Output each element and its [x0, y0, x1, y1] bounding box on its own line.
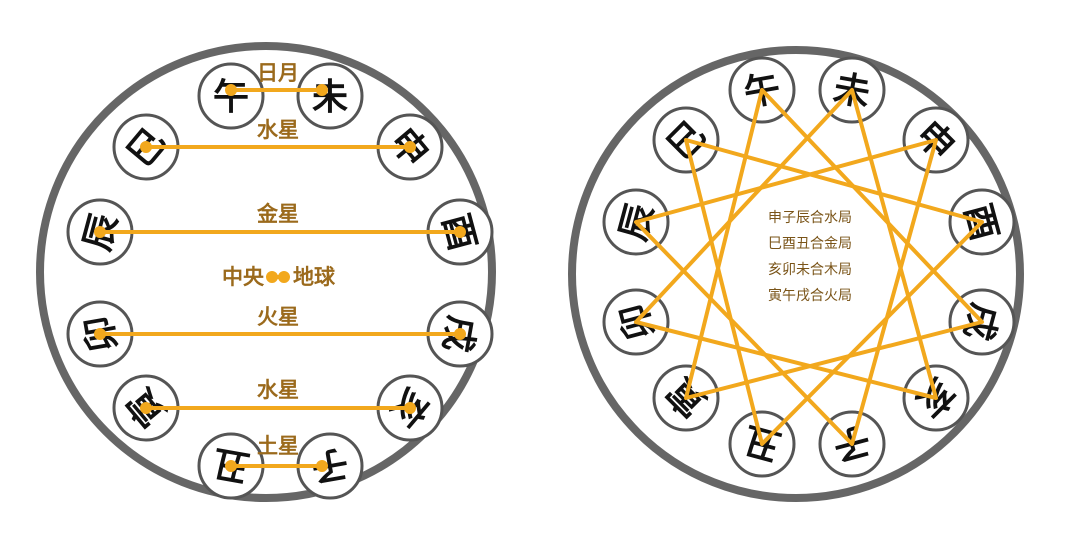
label-center-right: 地球: [293, 265, 336, 289]
label-mercury-bottom: 水星: [257, 378, 299, 402]
label-saturn: 土星: [257, 434, 299, 458]
combination-list: 申子辰合水局 巳酉丑合金局 亥卯未合木局 寅午戌合火局: [768, 210, 852, 304]
connector-dot: [278, 271, 290, 283]
connector-dot: [454, 328, 466, 340]
label-mercury-top: 水星: [257, 118, 299, 142]
connector-dot: [140, 402, 152, 414]
combination-fire: 寅午戌合火局: [768, 287, 852, 304]
left-connectors-overlay: [94, 84, 466, 472]
label-sun-moon: 日月: [257, 61, 299, 85]
connector-dot: [94, 226, 106, 238]
connector-dot: [316, 84, 328, 96]
combination-water: 申子辰合水局: [768, 210, 852, 226]
combination-wood: 亥卯未合木局: [768, 262, 852, 278]
connector-dot: [404, 402, 416, 414]
triangle-yin-wu-xu: [684, 88, 984, 400]
branch-label-wei: 未: [312, 77, 348, 118]
label-mars: 火星: [257, 305, 299, 329]
left-branch-node-wei: 未: [296, 62, 364, 130]
node-ring: [296, 62, 364, 130]
connector-dot: [140, 141, 152, 153]
connector-dot: [454, 226, 466, 238]
right-wheel: 午 未 巳 申 辰 酉 卯 戌: [568, 46, 1024, 502]
triangle-si-you-chou: [684, 138, 984, 446]
connector-dot: [316, 460, 328, 472]
right-star-connectors: [634, 88, 984, 446]
connector-dot: [225, 84, 237, 96]
combination-metal: 巳酉丑合金局: [768, 236, 852, 252]
left-wheel: 午 未 巳 申 辰 酉 卯 戌: [36, 42, 496, 502]
connector-dot: [404, 141, 416, 153]
label-center-left: 中央: [222, 265, 265, 289]
triangle-shen-zi-chen: [634, 138, 938, 446]
triangle-hai-mao-wei: [634, 88, 938, 400]
connector-dot: [225, 460, 237, 472]
branch-label-wu: 午: [213, 77, 249, 118]
connector-dot: [266, 271, 278, 283]
label-venus: 金星: [256, 202, 299, 226]
connector-dot: [94, 328, 106, 340]
